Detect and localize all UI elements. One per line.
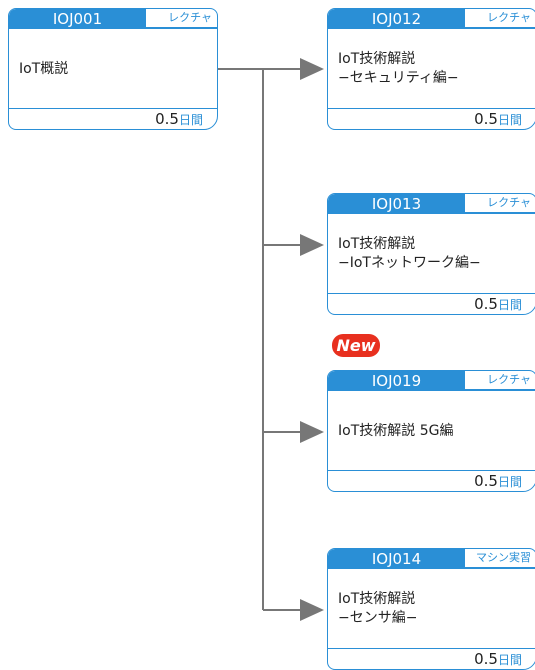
- course-type: レクチャ: [465, 194, 535, 214]
- course-duration: 0.5日間: [328, 108, 535, 129]
- course-duration: 0.5日間: [328, 470, 535, 491]
- card-header: IOJ013 レクチャ: [328, 194, 535, 214]
- card-header: IOJ012 レクチャ: [328, 9, 535, 29]
- arrow-head: [300, 599, 324, 621]
- course-type: レクチャ: [146, 9, 217, 29]
- duration-value: 0.5: [474, 110, 498, 128]
- course-code: IOJ019: [328, 371, 465, 391]
- duration-unit: 日間: [497, 653, 522, 667]
- card-header: IOJ019 レクチャ: [328, 371, 535, 391]
- course-card-root[interactable]: IOJ001 レクチャ IoT概説 0.5日間: [8, 8, 218, 130]
- duration-unit: 日間: [497, 475, 522, 489]
- course-title: IoT概説: [19, 37, 209, 101]
- duration-unit: 日間: [178, 113, 203, 127]
- course-title-line: IoT技術解説 5G編: [338, 422, 454, 439]
- course-duration: 0.5日間: [328, 293, 535, 314]
- course-type: レクチャ: [465, 9, 535, 29]
- course-code: IOJ001: [9, 9, 146, 29]
- duration-unit: 日間: [497, 298, 522, 312]
- arrow-head: [300, 421, 324, 443]
- course-title: IoT技術解説 −センサ編−: [338, 577, 528, 641]
- course-code: IOJ014: [328, 549, 465, 569]
- course-title-line: IoT技術解説: [338, 236, 416, 252]
- duration-unit: 日間: [497, 113, 522, 127]
- course-duration: 0.5日間: [9, 108, 217, 129]
- course-title: IoT技術解説 −IoTネットワーク編−: [338, 222, 528, 286]
- new-badge: New: [332, 334, 380, 357]
- course-card-security[interactable]: IOJ012 レクチャ IoT技術解説 −セキュリティ編− 0.5日間: [327, 8, 535, 130]
- course-type: レクチャ: [465, 371, 535, 391]
- course-title-line: −センサ編−: [338, 610, 418, 626]
- course-card-network[interactable]: IOJ013 レクチャ IoT技術解説 −IoTネットワーク編− 0.5日間: [327, 193, 535, 315]
- card-header: IOJ014 マシン実習: [328, 549, 535, 569]
- duration-value: 0.5: [155, 110, 179, 128]
- course-code: IOJ012: [328, 9, 465, 29]
- course-card-5g[interactable]: IOJ019 レクチャ IoT技術解説 5G編 0.5日間: [327, 370, 535, 492]
- course-title-line: IoT技術解説: [338, 591, 416, 607]
- card-header: IOJ001 レクチャ: [9, 9, 217, 29]
- course-title-line: IoT技術解説: [338, 51, 416, 67]
- course-title: IoT技術解説 −セキュリティ編−: [338, 37, 528, 101]
- arrow-head: [300, 234, 324, 256]
- course-title-line: −セキュリティ編−: [338, 70, 459, 86]
- course-duration: 0.5日間: [328, 648, 535, 669]
- duration-value: 0.5: [474, 295, 498, 313]
- duration-value: 0.5: [474, 472, 498, 490]
- course-code: IOJ013: [328, 194, 465, 214]
- course-title-line: −IoTネットワーク編−: [338, 255, 481, 271]
- new-badge-text: New: [336, 336, 375, 355]
- duration-value: 0.5: [474, 650, 498, 668]
- arrow-head: [300, 58, 324, 80]
- course-type: マシン実習: [465, 549, 535, 569]
- course-title-line: IoT概説: [19, 60, 69, 77]
- course-title: IoT技術解説 5G編: [338, 399, 528, 463]
- course-card-sensor[interactable]: IOJ014 マシン実習 IoT技術解説 −センサ編− 0.5日間: [327, 548, 535, 670]
